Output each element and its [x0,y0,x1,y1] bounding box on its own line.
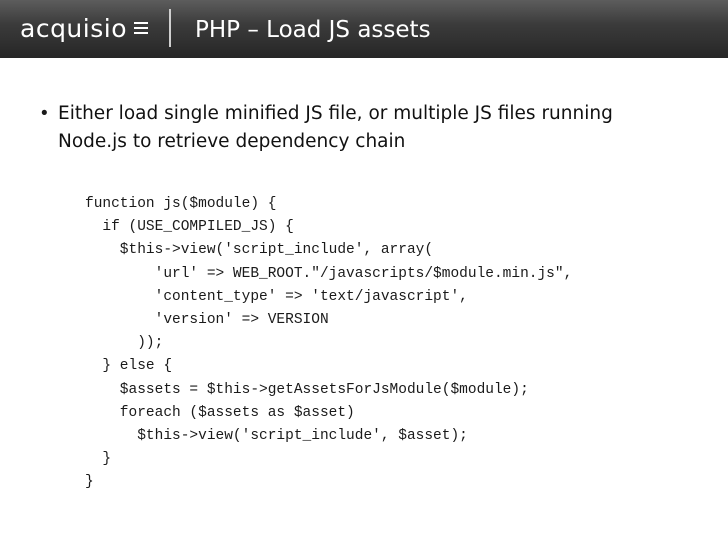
menu-lines-icon [134,21,148,35]
bullet-text: Either load single minified JS file, or … [58,100,678,156]
header-shine [0,0,728,24]
bullet-line: Either load single minified JS file, or … [58,103,613,124]
bullet-marker: • [41,103,48,124]
code-line: 'content_type' => 'text/javascript', [85,288,468,305]
code-line: 'url' => WEB_ROOT."/javascripts/$module.… [85,265,573,282]
code-line: } [85,451,112,468]
code-line: $this->view('script_include', array( [85,242,434,259]
code-line: function js($module) { [85,196,277,212]
code-line: } else { [85,358,173,375]
header-divider [169,9,171,47]
slide-header: acquisio PHP – Load JS assets [0,0,728,58]
code-line: 'version' => VERSION [85,311,329,328]
code-line: $this->view('script_include', $asset); [85,427,468,444]
code-line: if (USE_COMPILED_JS) { [85,219,294,236]
bullet-line: Node.js to retrieve dependency chain [58,131,406,152]
logo-text: acquisio [20,14,127,43]
code-line: )); [85,335,164,352]
code-line: } [85,474,94,491]
code-block: function js($module) { if (USE_COMPILED_… [85,193,685,494]
code-line: $assets = $this->getAssetsForJsModule($m… [85,381,529,398]
slide-title: PHP – Load JS assets [195,17,431,43]
code-line: foreach ($assets as $asset) [85,404,355,421]
